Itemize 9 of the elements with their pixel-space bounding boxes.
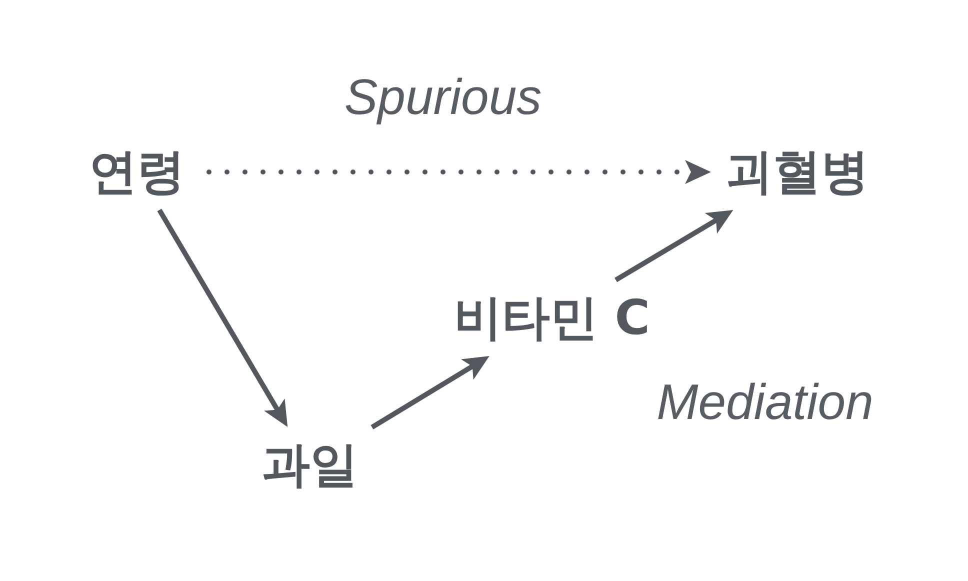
concept-label: 과일 [262,441,358,489]
concept-label: 괴혈병 [725,148,869,196]
annotation-label: Spurious [344,72,542,122]
arrow [614,208,734,282]
arrow [157,208,290,428]
concept-label: 비타민 C [454,294,650,342]
annotation-label: Mediation [656,377,874,427]
concept-label: 연령 [89,148,185,196]
arrow [370,354,491,430]
